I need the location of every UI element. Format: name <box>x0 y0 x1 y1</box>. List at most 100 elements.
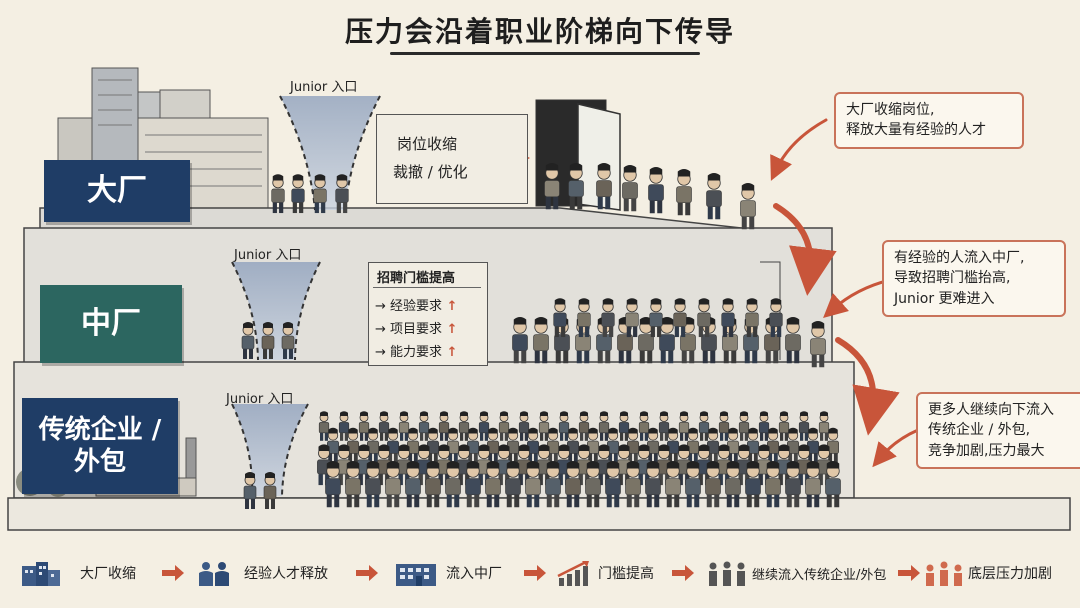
person-figure <box>785 461 801 508</box>
person-figure <box>565 461 581 508</box>
person-figure <box>721 298 735 338</box>
person-figure <box>745 461 761 508</box>
flow-arrow-icon <box>524 565 546 581</box>
person-figure <box>769 298 783 338</box>
two-people-icon <box>199 562 229 586</box>
flow-arrows <box>494 118 920 468</box>
mid-factory-note-header: 招聘门槛提高 <box>377 271 456 286</box>
person-figure <box>335 174 349 214</box>
group-icon <box>709 561 745 586</box>
junior-entry-label-mid: Junior 入口 <box>234 248 302 263</box>
building-icon <box>396 564 436 586</box>
big-factory-note: 岗位收缩 裁撤 / 优化 <box>376 114 528 204</box>
person-figure <box>466 427 479 463</box>
person-figure <box>291 174 305 214</box>
person-figure <box>666 427 679 463</box>
person-figure <box>718 411 730 441</box>
person-figure <box>638 411 650 441</box>
person-figure <box>778 411 790 441</box>
person-figure <box>605 461 621 508</box>
big-factory-note-line1: 岗位收缩 <box>397 135 458 153</box>
flow-arrow-icon <box>672 565 694 581</box>
mid-factory-note-item: → 能力要求 ↑ <box>375 341 457 360</box>
person-figure <box>658 411 670 441</box>
callout-line: Junior 更难进入 <box>894 290 995 307</box>
flow-step-into-mid: 流入中厂 <box>394 560 502 586</box>
person-figure <box>676 169 692 216</box>
person-figure <box>345 461 361 508</box>
person-figure <box>446 427 459 463</box>
flow-step-big-shrink: 大厂收缩 <box>20 560 136 586</box>
mid-factory-note-item-text: 经验要求 <box>390 299 443 314</box>
crowd-icon <box>926 561 962 586</box>
person-figure <box>725 461 741 508</box>
mid-factory-note-item: → 经验要求 ↑ <box>375 295 457 314</box>
person-figure <box>826 427 839 463</box>
flow-arrow-icon <box>898 565 920 581</box>
person-figure <box>458 411 470 441</box>
person-figure <box>625 298 639 338</box>
person-figure <box>358 411 370 441</box>
person-figure <box>577 298 591 338</box>
person-figure <box>638 317 654 364</box>
tier-label-big-text: 大厂 <box>87 173 147 209</box>
person-figure <box>618 411 630 441</box>
flow-step-label: 底层压力加剧 <box>968 566 1052 582</box>
person-figure <box>518 411 530 441</box>
person-figure <box>525 461 541 508</box>
person-figure <box>698 411 710 441</box>
person-figure <box>798 411 810 441</box>
person-figure <box>378 411 390 441</box>
person-figure <box>313 174 327 214</box>
person-figure <box>526 427 539 463</box>
person-figure <box>366 427 379 463</box>
person-figure <box>498 411 510 441</box>
people-crowds <box>241 163 841 509</box>
flow-step-into-traditional: 继续流入传统企业/外包 <box>706 560 886 586</box>
person-figure <box>697 298 711 338</box>
rising-chart-icon <box>557 560 589 586</box>
flow-step-label: 门槛提高 <box>598 566 654 582</box>
person-figure <box>418 411 430 441</box>
person-figure <box>241 322 255 359</box>
person-figure <box>648 167 664 214</box>
person-figure <box>377 444 391 486</box>
arrow-right-icon: → <box>375 322 391 337</box>
person-figure <box>243 472 257 509</box>
person-figure <box>485 461 501 508</box>
person-figure <box>406 427 419 463</box>
arrow-right-icon: → <box>375 299 391 314</box>
tier-label-mid: 中厂 <box>40 285 182 363</box>
person-figure <box>622 165 638 212</box>
person-figure <box>325 461 341 508</box>
person-figure <box>578 411 590 441</box>
person-figure <box>465 461 481 508</box>
junior-entry-label-traditional: Junior 入口 <box>226 392 294 407</box>
flow-step-label: 继续流入传统企业/外包 <box>752 567 887 583</box>
tier-label-traditional: 传统企业 / 外包 <box>22 398 178 494</box>
person-figure <box>261 322 275 359</box>
person-figure <box>533 317 549 364</box>
person-figure <box>810 321 826 368</box>
person-figure <box>271 174 285 214</box>
office-building-icon <box>22 562 60 586</box>
junior-funnels <box>231 95 381 497</box>
flow-step-bottom-pressure: 底层压力加剧 <box>924 560 1052 586</box>
person-figure <box>506 427 519 463</box>
tier-label-traditional-line1: 传统企业 / <box>38 414 162 445</box>
callout-line: 竞争加剧,压力最大 <box>928 442 1045 459</box>
person-figure <box>665 461 681 508</box>
person-figure <box>586 427 599 463</box>
callout-line: 更多人继续向下流入 <box>928 402 1054 418</box>
person-figure <box>625 461 641 508</box>
mid-factory-note-item: → 项目要求 ↑ <box>375 318 457 337</box>
callout-mid-factory: 有经验的人流入中厂, 导致招聘门槛抬高, Junior 更难进入 <box>882 240 1066 317</box>
person-figure <box>544 163 560 210</box>
person-figure <box>405 461 421 508</box>
arrow-up-icon: ↑ <box>442 345 458 360</box>
flow-step-label: 大厂收缩 <box>80 566 136 582</box>
person-figure <box>825 461 841 508</box>
person-figure <box>649 298 663 338</box>
